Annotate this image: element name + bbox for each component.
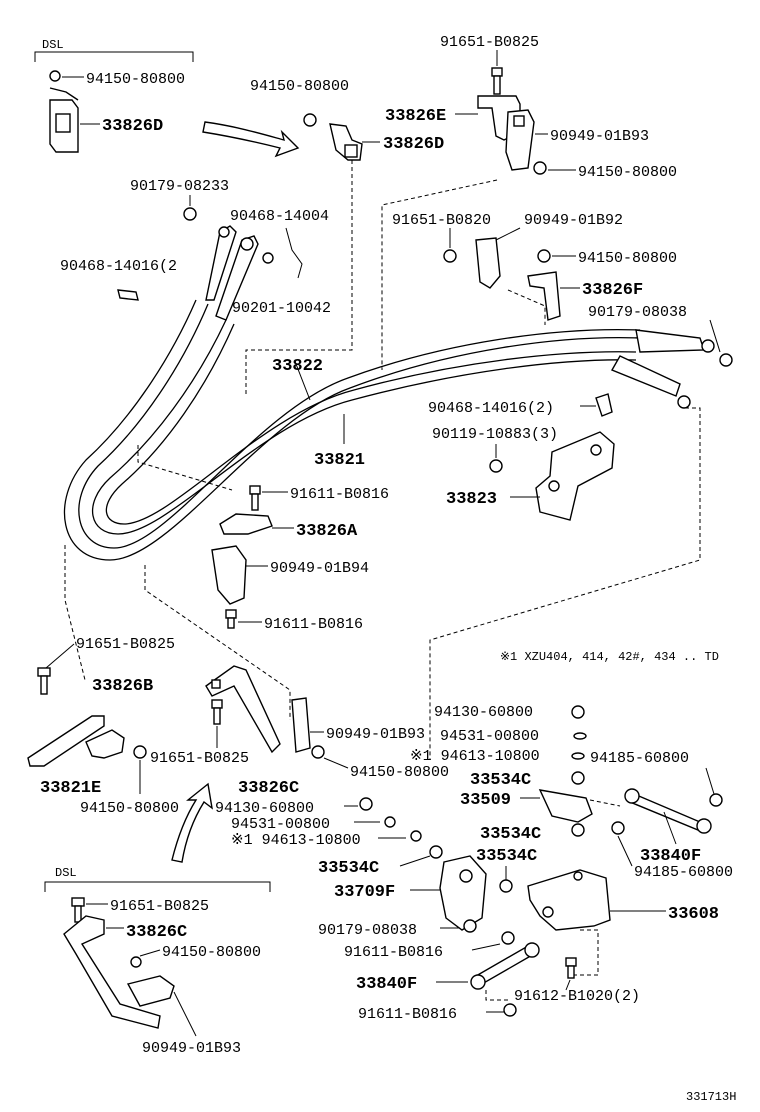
label-91651-B0825-a: 91651-B0825 (440, 34, 539, 51)
label-94130-60800-b: 94130-60800 (215, 800, 314, 817)
label-33534C-c: 33534C (476, 847, 537, 866)
label-90179-08038-a: 90179-08038 (588, 304, 687, 321)
bracket-33826B (27, 715, 147, 767)
label-94150-80800-d: 94150-80800 (578, 250, 677, 267)
label-90468-14016-2a: 90468-14016(2 (60, 258, 177, 275)
label-33840F-a: 33840F (640, 847, 701, 866)
bracket-33826C (205, 665, 281, 754)
label-94130-60800-a: 94130-60800 (434, 704, 533, 721)
label-90119-10883-3: 90119-10883(3) (432, 426, 558, 443)
label-94531-00800-b: 94531-00800 (231, 816, 330, 833)
cable-33822 (63, 299, 641, 561)
rod-33840F-b (470, 942, 540, 990)
label-33509: 33509 (460, 791, 511, 810)
label-33823: 33823 (446, 490, 497, 509)
label-91611-B0816-d: 91611-B0816 (358, 1006, 457, 1023)
label-94613-10800-a: ※1 94613-10800 (410, 748, 540, 765)
cable-end-right (610, 329, 733, 409)
label-90468-14004: 90468-14004 (230, 208, 329, 225)
label-94185-60800-a: 94185-60800 (590, 750, 689, 767)
label-94531-00800-a: 94531-00800 (440, 728, 539, 745)
label-33826D-a: 33826D (102, 117, 163, 136)
label-94150-80800-g: 94150-80800 (162, 944, 261, 961)
label-94150-80800-c: 94150-80800 (578, 164, 677, 181)
label-33826B: 33826B (92, 677, 153, 696)
bracket-33826C-dsl (63, 915, 175, 1029)
dsl-bracket-top: DSL (34, 38, 194, 62)
label-33826C-b: 33826C (126, 923, 187, 942)
label-33821: 33821 (314, 451, 365, 470)
cable-end-left (205, 225, 259, 321)
label-33534C-b: 33534C (480, 825, 541, 844)
label-33534C-d: 33534C (318, 859, 379, 878)
label-90179-08038-b: 90179-08038 (318, 922, 417, 939)
bolt-91651-B0825-d (71, 897, 85, 923)
label-91651-B0825-b: 91651-B0825 (76, 636, 175, 653)
bracket-33826D-dsl (49, 70, 79, 153)
label-33608: 33608 (668, 905, 719, 924)
applicability-note: ※1 XZU404, 414, 42#, 434 .. TD (500, 650, 719, 664)
label-91651-B0825-d: 91651-B0825 (110, 898, 209, 915)
cable-33821 (92, 319, 637, 535)
label-33709F: 33709F (334, 883, 395, 902)
label-90179-08233: 90179-08233 (130, 178, 229, 195)
label-94185-60800-b: 94185-60800 (634, 864, 733, 881)
label-33826A: 33826A (296, 522, 358, 541)
label-90949-01B94: 90949-01B94 (270, 560, 369, 577)
rod-33840F-a (624, 788, 712, 834)
label-91611-B0816-b: 91611-B0816 (264, 616, 363, 633)
bolt-91651-B0825-b (37, 667, 51, 695)
label-91651-B0825-c: 91651-B0825 (150, 750, 249, 767)
bolt-91611-B0816-b (225, 609, 237, 629)
lever-33709F (439, 855, 487, 933)
dsl-label-top: DSL (42, 38, 64, 52)
label-33822: 33822 (272, 357, 323, 376)
label-33826F: 33826F (582, 281, 643, 300)
label-33826D-b: 33826D (383, 135, 444, 154)
label-90949-01B92: 90949-01B92 (524, 212, 623, 229)
arrow-top (202, 121, 300, 158)
label-94150-80800-a: 94150-80800 (86, 71, 185, 88)
bracket-33826E (477, 95, 547, 175)
clip-90949-01B93-b (291, 697, 325, 759)
bracket-33608 (527, 869, 611, 931)
label-90468-14016-2b: 90468-14016(2) (428, 400, 554, 417)
label-91611-B0816-c: 91611-B0816 (344, 944, 443, 961)
label-90949-01B93-c: 90949-01B93 (142, 1040, 241, 1057)
arrow-bottom (171, 782, 213, 863)
label-33821E: 33821E (40, 779, 101, 798)
bolt-91611-B0816-a (249, 485, 261, 511)
label-94150-80800-f: 94150-80800 (350, 764, 449, 781)
label-90949-01B93-a: 90949-01B93 (550, 128, 649, 145)
bolt-91651-B0825-a (491, 67, 503, 95)
label-33826C-a: 33826C (238, 779, 299, 798)
bracket-33826D (303, 113, 363, 161)
dsl-bracket-bottom: DSL (44, 866, 271, 892)
label-33826E: 33826E (385, 107, 446, 126)
label-91612-B1020-2: 91612-B1020(2) (514, 988, 640, 1005)
dsl-label-bottom: DSL (55, 866, 77, 880)
label-94150-80800-b: 94150-80800 (250, 78, 349, 95)
label-33840F-b: 33840F (356, 975, 417, 994)
label-91651-B0820: 91651-B0820 (392, 212, 491, 229)
label-33534C-a: 33534C (470, 771, 531, 790)
label-91611-B0816-a: 91611-B0816 (290, 486, 389, 503)
label-94150-80800-e: 94150-80800 (80, 800, 179, 817)
bracket-33823 (535, 431, 615, 521)
diagram-id: 331713H (686, 1090, 736, 1104)
label-94613-10800-b: ※1 94613-10800 (231, 832, 361, 849)
label-90949-01B93-b: 90949-01B93 (326, 726, 425, 743)
bolt-91651-B0825-c (211, 699, 223, 725)
label-90201-10042: 90201-10042 (232, 300, 331, 317)
bolt-91612-B1020 (565, 957, 577, 979)
